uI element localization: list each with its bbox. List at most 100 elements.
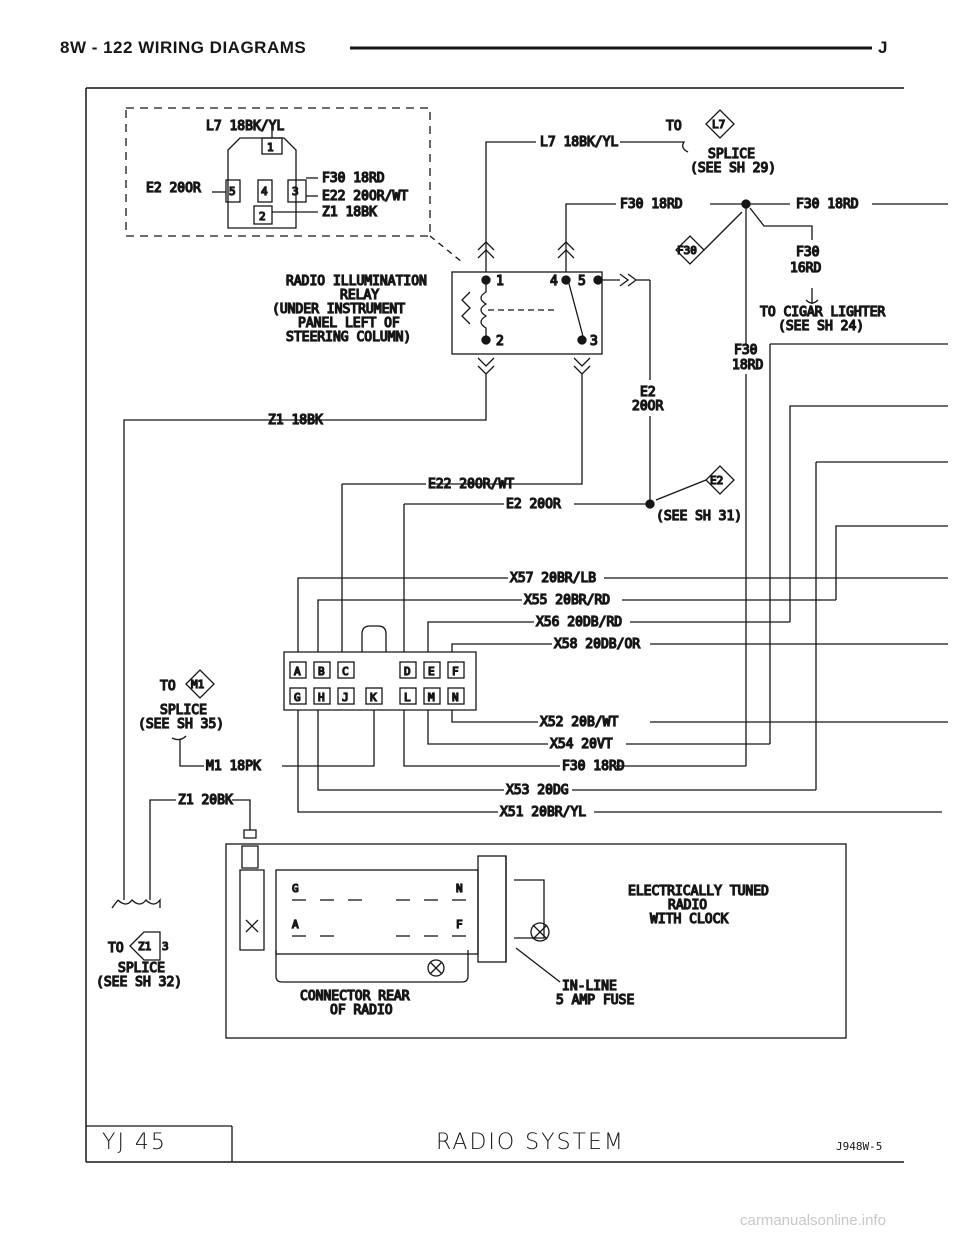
relay-pin-3-dot xyxy=(577,335,587,345)
radio-connector-body xyxy=(283,651,477,711)
x53-wire-left xyxy=(317,710,504,791)
relay-pin-4: 4 xyxy=(550,274,558,289)
header-mark: J xyxy=(878,38,888,57)
radio-connector-shell xyxy=(275,950,469,983)
conn-pin-a: A xyxy=(294,665,301,678)
conn-pin-e: E xyxy=(428,665,435,678)
conn-pin-m: M xyxy=(428,691,435,704)
radio-name-1: ELECTRICALLY TUNED xyxy=(628,884,769,899)
chevron-z1 xyxy=(477,357,495,375)
relay-pin-2: 2 xyxy=(496,334,504,349)
cigar-connector xyxy=(805,288,819,304)
m1-label: M1 18PK xyxy=(206,759,261,774)
m1-code: M1 xyxy=(191,678,204,691)
radio-name-3: WITH CLOCK xyxy=(650,912,728,927)
z1-20-wire-right xyxy=(232,799,251,830)
x58-wire-left xyxy=(451,643,552,652)
e22-wire-right xyxy=(430,374,583,485)
e22-label: E22 20OR/WT xyxy=(428,477,514,492)
relay-name-1: RADIO ILLUMINATION xyxy=(286,274,427,289)
radio-connector-cells xyxy=(289,661,465,705)
x51-wire-left xyxy=(297,710,498,813)
relay-name-3: (UNDER INSTRUMENT xyxy=(272,302,405,317)
page-header: 8W - 122 WIRING DIAGRAMS xyxy=(60,38,307,57)
relay-switch xyxy=(567,279,585,341)
radio-fuse-holder xyxy=(477,855,507,963)
radio-pin-a: A xyxy=(292,918,299,931)
conn-pin-b: B xyxy=(318,665,325,678)
e2-pointer xyxy=(655,479,707,501)
relay-name-4: PANEL LEFT OF xyxy=(298,316,400,331)
l7-wire xyxy=(485,141,536,272)
inset-pin-4 xyxy=(257,179,273,203)
inset-l7-label: L7 18BK/YL xyxy=(206,119,284,134)
inset-z1-label: Z1 18BK xyxy=(322,205,377,220)
m1-wire xyxy=(282,710,375,767)
fuse-label-1: IN-LINE xyxy=(562,979,617,994)
x53-label: X53 20DG xyxy=(506,783,569,798)
fuse-label-2: 5 AMP FUSE xyxy=(556,993,634,1008)
l7-diamond xyxy=(705,109,735,139)
inset-pin-5 xyxy=(225,179,241,203)
conn-pin-h: H xyxy=(318,691,325,704)
z1-splice-lead xyxy=(111,898,161,909)
m1-diamond xyxy=(185,669,215,699)
z1-diamond xyxy=(129,931,161,961)
inset-e2-label: E2 20OR xyxy=(146,181,201,196)
x56-wire-left xyxy=(427,621,534,652)
radio-screw-right-x xyxy=(532,924,548,940)
radio-name-2: RADIO xyxy=(668,898,707,913)
conn-pin-f: F xyxy=(452,665,459,678)
x57-label: X57 20BR/LB xyxy=(510,571,596,586)
conn-pin-k: K xyxy=(370,691,377,704)
radio-screw-right xyxy=(530,922,550,942)
radio-ground-mark xyxy=(245,919,259,933)
l7-see-label: (SEE SH 29) xyxy=(690,161,776,176)
relay-inset-box xyxy=(125,107,431,237)
conn-pin-g: G xyxy=(294,691,301,704)
conn-pin-l: L xyxy=(404,691,411,704)
f30-18-a: F30 xyxy=(734,343,757,358)
x52-label: X52 20B/WT xyxy=(540,715,618,730)
f30-wire-left-label: F30 18RD xyxy=(620,197,683,212)
z1-see: (SEE SH 32) xyxy=(96,975,182,990)
x55-label: X55 20BR/RD xyxy=(524,593,610,608)
relay-pin-5: 5 xyxy=(578,274,586,289)
f30-16-b: 16RD xyxy=(790,261,821,276)
z1-18-wire xyxy=(123,374,487,900)
m1-splice: SPLICE xyxy=(160,703,207,718)
x52-wire-left xyxy=(451,710,538,723)
radio-connector-latch xyxy=(361,625,387,652)
f30-18-b: 18RD xyxy=(732,358,763,373)
l7-to: TO xyxy=(666,119,682,134)
z1-20-label: Z1 20BK xyxy=(178,793,233,808)
f30-bottom-wire-left xyxy=(403,710,560,767)
f30-16-lead xyxy=(749,207,813,240)
radio-box xyxy=(225,843,847,1039)
x51-label: X51 20BR/YL xyxy=(500,805,586,820)
z1-to: TO xyxy=(108,941,124,956)
cigar-see: (SEE SH 24) xyxy=(778,319,864,334)
relay-name-2: RELAY xyxy=(340,288,379,303)
chevron-e22 xyxy=(573,357,591,375)
radio-pin-slots xyxy=(292,899,466,937)
inset-pin-1-label: 1 xyxy=(267,141,274,154)
radio-connector-face xyxy=(275,869,479,955)
footer-code: J948W-5 xyxy=(836,1140,883,1153)
x55-wire-left xyxy=(317,599,522,652)
watermark: carmanualsonline.info xyxy=(740,1212,886,1229)
x57-wire-left xyxy=(297,577,508,652)
relay-name-5: STEERING COLUMN) xyxy=(286,330,411,345)
e2-a: E2 xyxy=(640,385,656,400)
relay-coil xyxy=(480,280,488,340)
z1-20-wire-left xyxy=(149,799,176,900)
f30-diamond-code: F30 xyxy=(677,244,697,257)
radio-pin-g: G xyxy=(292,882,299,895)
x56-wire-end xyxy=(789,405,948,622)
inset-pin-4-label: 4 xyxy=(261,185,268,198)
f30-bottom-label: F30 18RD xyxy=(562,759,625,774)
inset-relay-body xyxy=(227,137,297,229)
relay-pin-3: 3 xyxy=(590,334,598,349)
radio-screw-left xyxy=(427,959,445,977)
e2-see: (SEE SH 31) xyxy=(656,509,742,524)
